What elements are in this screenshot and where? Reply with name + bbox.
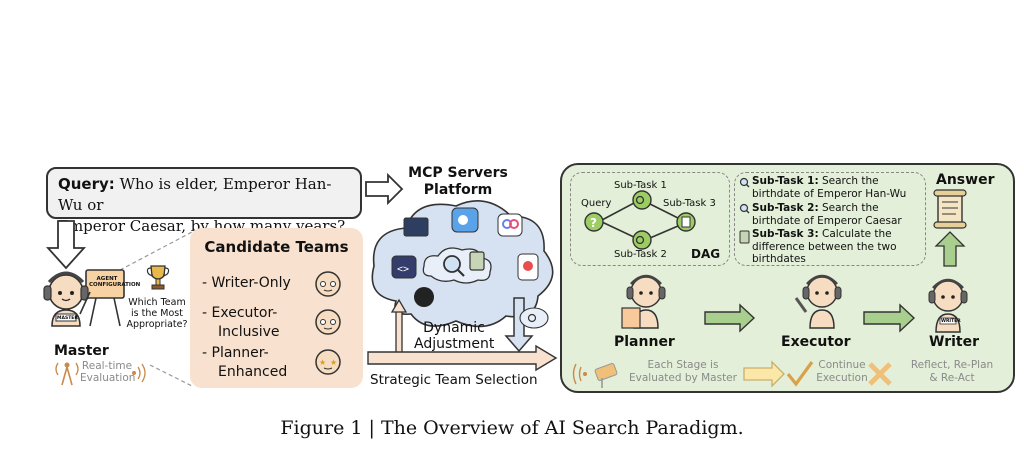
team-face-icons: ★★ xyxy=(315,271,341,375)
wrench-icon xyxy=(794,297,808,313)
executor-label: Executor xyxy=(781,334,851,350)
query-down-arrow xyxy=(45,220,87,270)
code-icon xyxy=(391,255,417,279)
magnifier-icon xyxy=(739,177,749,187)
master-badge: MASTER xyxy=(57,316,78,321)
answer-area xyxy=(933,189,967,267)
trophy-icon xyxy=(146,265,170,290)
magnifier-icon xyxy=(739,203,749,213)
strategic-team-selection: Strategic Team Selection xyxy=(370,372,538,388)
calculator-icon xyxy=(739,230,750,244)
calculator-icon xyxy=(469,251,485,271)
magnifier-icon xyxy=(443,255,461,273)
face-icon-1 xyxy=(315,271,341,297)
svg-text:?: ? xyxy=(590,216,597,230)
dynamic-arrow xyxy=(504,297,534,353)
agent-robots xyxy=(621,274,968,333)
stage-arrow xyxy=(743,360,785,388)
check-icon xyxy=(786,361,814,387)
dag-subtask-3: Sub-Task 3 xyxy=(663,198,716,209)
query-right-arrow xyxy=(365,172,404,206)
dag-label: DAG xyxy=(691,247,721,261)
callout-line-bottom xyxy=(149,364,193,387)
up-arrow xyxy=(390,298,408,313)
team-executor-inclusive: - Executor-Inclusive xyxy=(202,305,280,340)
subtask2-node xyxy=(632,230,652,250)
answer-label: Answer xyxy=(936,172,995,188)
antenna-icon xyxy=(55,362,146,386)
svg-text:★: ★ xyxy=(330,358,337,367)
master-robot-icon xyxy=(43,269,125,327)
mcp-cloud: <> xyxy=(371,200,554,357)
reflect-replan: Reflect, Re-Plan& Re-Act xyxy=(910,359,994,384)
subtask-icons xyxy=(739,177,750,244)
cross-icon xyxy=(868,362,892,386)
team-writer-only: - Writer-Only xyxy=(202,275,291,291)
query-node xyxy=(584,212,604,232)
signal-icon xyxy=(572,363,577,385)
dag-subtask-2: Sub-Task 2 xyxy=(614,249,667,260)
writer-label: Writer xyxy=(929,334,979,350)
github-icon xyxy=(414,287,434,307)
strategic-arrow xyxy=(367,344,558,372)
subtask1-node xyxy=(632,190,652,210)
master-label: Master xyxy=(54,343,109,359)
camera-icon xyxy=(594,363,618,381)
face-icon-2 xyxy=(315,309,341,335)
executor-to-writer-arrow xyxy=(863,303,916,333)
dag-box xyxy=(570,172,730,266)
executor-robot-icon xyxy=(794,274,842,329)
scroll-icon xyxy=(933,189,967,229)
dag-query: Query xyxy=(581,198,612,209)
dag-graph: ? xyxy=(584,190,696,250)
dag-subtask-1: Sub-Task 1 xyxy=(614,180,667,191)
stage-row-icons xyxy=(572,360,892,388)
candidate-teams-title: Candidate Teams xyxy=(204,238,349,256)
figure-caption: Figure 1 | The Overview of AI Search Par… xyxy=(280,417,744,439)
writer-robot-icon xyxy=(928,278,968,333)
planner-robot-icon xyxy=(621,274,666,329)
query-line1: Who is elder, Emperor Han-Wu or xyxy=(58,175,332,214)
svg-text:<>: <> xyxy=(397,264,409,275)
face-icon-3: ★★ xyxy=(315,349,341,375)
planner-label: Planner xyxy=(614,334,675,350)
terminal-icon xyxy=(403,217,429,237)
team-planner-enhanced: - Planner-Enhanced xyxy=(202,345,288,380)
subtasks-box xyxy=(734,172,926,266)
answer-up-arrow xyxy=(934,231,966,267)
planner-to-executor-arrow xyxy=(704,303,756,333)
query-box: Query: Who is elder, Emperor Han-Wu or E… xyxy=(46,167,362,235)
query-label: Query: xyxy=(58,175,115,193)
writer-badge: WRITER xyxy=(941,319,961,324)
svg-text:★: ★ xyxy=(319,358,326,367)
